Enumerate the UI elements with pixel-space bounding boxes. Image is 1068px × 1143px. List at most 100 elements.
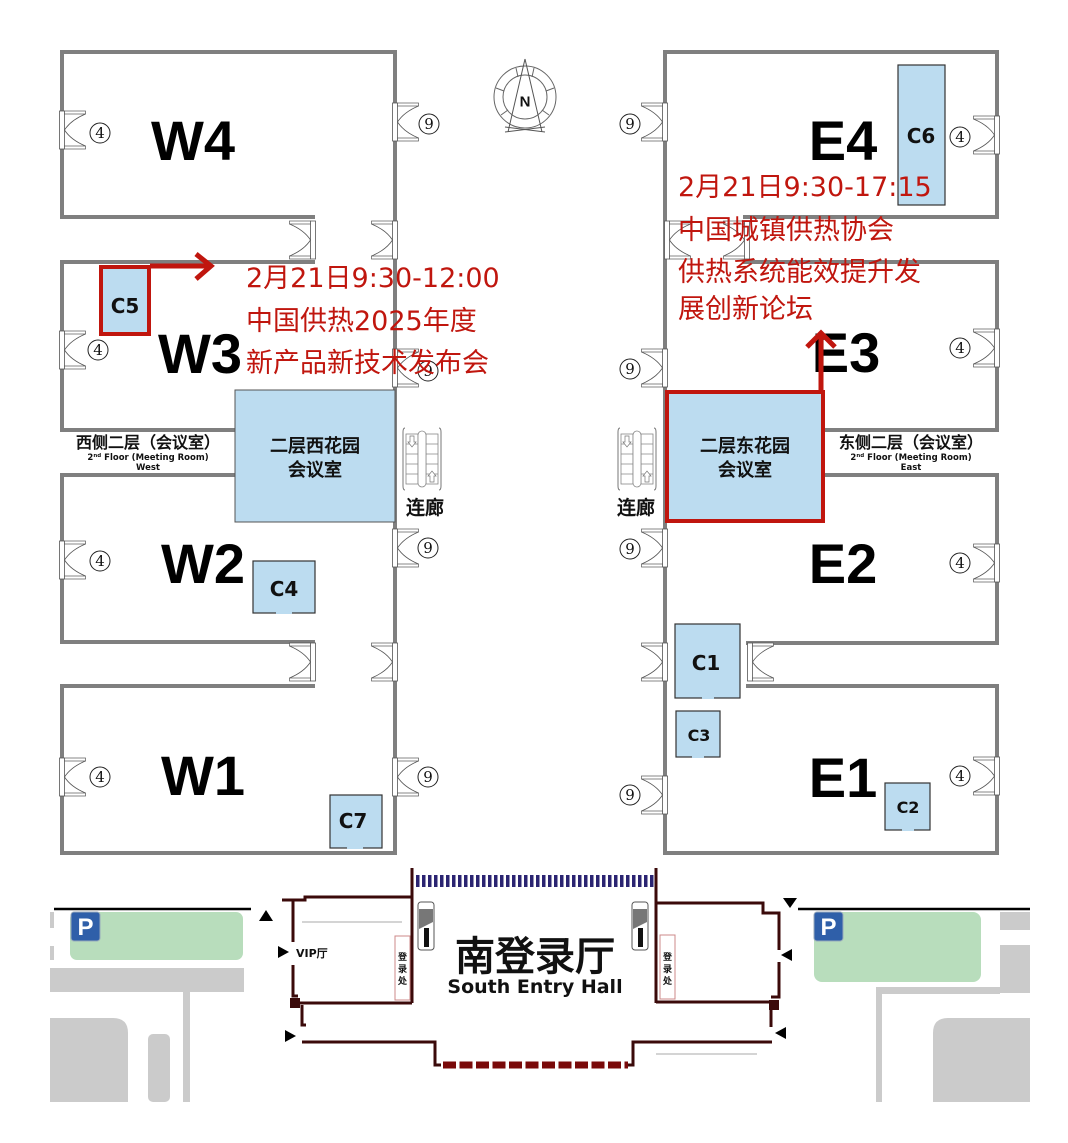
svg-text:9: 9: [625, 360, 635, 378]
entry-arrow-left-icon: [775, 1027, 786, 1039]
west-floor-label-side: West: [136, 463, 160, 473]
svg-text:C1: C1: [692, 651, 721, 675]
compass-north-label: N: [520, 94, 531, 111]
vip-room-label: VIP厅: [296, 947, 328, 960]
gate-4-badge: 4: [89, 766, 111, 788]
svg-text:C7: C7: [339, 809, 368, 833]
west-meeting-room-subname: 会议室: [288, 459, 342, 481]
door-icon: [973, 543, 1000, 583]
entry-arrow-right-icon: [278, 946, 289, 958]
hall-w4-label[interactable]: W4: [151, 109, 235, 172]
door-icon: [289, 220, 316, 260]
hall-e1-label[interactable]: E1: [809, 746, 878, 809]
event-1-time: 2月21日9:30-12:00: [246, 263, 500, 294]
arrow-head-icon: [194, 252, 215, 281]
svg-text:4: 4: [95, 768, 105, 786]
hall-e2-label[interactable]: E2: [809, 532, 878, 595]
door-icon: [392, 102, 419, 142]
west-meeting-room-name: 二层西花园: [270, 435, 360, 457]
svg-text:C2: C2: [897, 798, 920, 817]
east-registration-desk: 登录处: [659, 934, 676, 1000]
registration-char: 登: [397, 951, 408, 963]
door-icon: [973, 328, 1000, 368]
gate-4-badge: 4: [87, 339, 109, 361]
svg-text:9: 9: [625, 115, 635, 133]
event-1-title-line2: 新产品新技术发布会: [246, 348, 489, 379]
east-meeting-room-name: 二层东花园: [700, 435, 790, 457]
event-2-time: 2月21日9:30-17:15: [678, 172, 932, 203]
gate-4-badge: 4: [949, 552, 971, 574]
booth-c2[interactable]: C2: [884, 782, 931, 831]
registration-char: 录: [663, 964, 672, 975]
svg-text:C5: C5: [111, 294, 140, 318]
west-registration-desk: 登录处: [394, 935, 411, 1001]
svg-text:9: 9: [424, 115, 434, 133]
svg-text:4: 4: [955, 339, 965, 357]
west-floor-label: 西侧二层（会议室） 2nd Floor (Meeting Room) West: [76, 433, 220, 473]
door-numbers: 4 9 4 9 4 9 4 9 9 4 9 4 9 4 9 4: [87, 113, 971, 806]
booth-c1[interactable]: C1: [674, 623, 741, 699]
west-registration-label: 登录处: [397, 951, 408, 987]
hall-w1-label[interactable]: W1: [161, 744, 245, 807]
east-parking-area: [814, 912, 981, 982]
gate-4-badge: 4: [89, 122, 111, 144]
booth-c6[interactable]: C6: [897, 64, 946, 206]
event-annotation-c5: 2月21日9:30-12:00 中国供热2025年度 新产品新技术发布会: [150, 252, 500, 379]
booth-c5[interactable]: C5: [99, 265, 151, 336]
door-icon: [641, 642, 668, 682]
svg-text:C4: C4: [270, 577, 299, 601]
door-icon: [371, 642, 398, 682]
door-icon: [392, 528, 419, 568]
hall-e4-label[interactable]: E4: [809, 109, 878, 172]
event-2-title-line1: 中国城镇供热协会: [678, 215, 894, 246]
registration-char: 处: [662, 975, 673, 987]
registration-char: 登: [662, 951, 673, 963]
registration-char: 录: [398, 964, 407, 975]
door-icon: [59, 540, 86, 580]
entry-arrow-left-icon: [781, 949, 792, 961]
event-1-title-line1: 中国供热2025年度: [246, 306, 477, 337]
west-corridor-label: 连廊: [406, 496, 444, 519]
svg-text:4: 4: [955, 554, 965, 572]
hall-labels: W4 W3 W2 W1 E4 E3 E2 E1: [151, 109, 880, 809]
door-icon: [641, 348, 668, 388]
west-turnstile-icon: [417, 901, 435, 951]
gate-9-badge: 9: [619, 113, 641, 135]
door-icon: [392, 757, 419, 797]
east-turnstile-icon: [631, 901, 649, 951]
door-icon: [59, 330, 86, 370]
door-icon: [747, 642, 774, 682]
svg-text:9: 9: [423, 362, 433, 380]
east-escalator-icon: [617, 427, 657, 491]
east-floor-label-side: East: [901, 463, 922, 473]
booth-c3[interactable]: C3: [675, 710, 721, 758]
svg-text:9: 9: [423, 539, 433, 557]
gate-9-badge: 9: [417, 766, 439, 788]
svg-text:9: 9: [625, 540, 635, 558]
east-garden-meeting-room[interactable]: 二层东花园 会议室: [665, 390, 825, 523]
booth-c7[interactable]: C7: [329, 794, 383, 849]
west-escalator-icon: [402, 427, 442, 491]
entry-arrow-down-icon: [783, 898, 797, 908]
west-ground: P: [50, 907, 251, 1102]
arrow-head-icon: [805, 329, 837, 349]
east-parking-sign-icon: P: [813, 911, 844, 942]
gate-9-badge: 9: [417, 537, 439, 559]
gate-4-badge: 4: [949, 126, 971, 148]
hall-w2-label[interactable]: W2: [161, 532, 245, 595]
door-icon: [973, 115, 1000, 155]
registration-char: 处: [397, 975, 408, 987]
svg-text:P: P: [77, 914, 93, 941]
compass-icon: N: [493, 58, 557, 133]
gate-9-badge: 9: [619, 784, 641, 806]
event-2-title-line2: 供热系统能效提升发: [678, 257, 921, 288]
svg-text:4: 4: [955, 767, 965, 785]
east-corridor-label: 连廊: [617, 496, 655, 519]
west-garden-meeting-room[interactable]: 二层西花园 会议室: [234, 389, 396, 523]
entry-arrow-up-icon: [259, 910, 273, 921]
hall-w3-label[interactable]: W3: [158, 322, 242, 385]
east-floor-label: 东侧二层（会议室） 2nd Floor (Meeting Room) East: [839, 433, 983, 473]
booth-c4[interactable]: C4: [252, 560, 316, 614]
west-parking-area: [70, 912, 243, 960]
